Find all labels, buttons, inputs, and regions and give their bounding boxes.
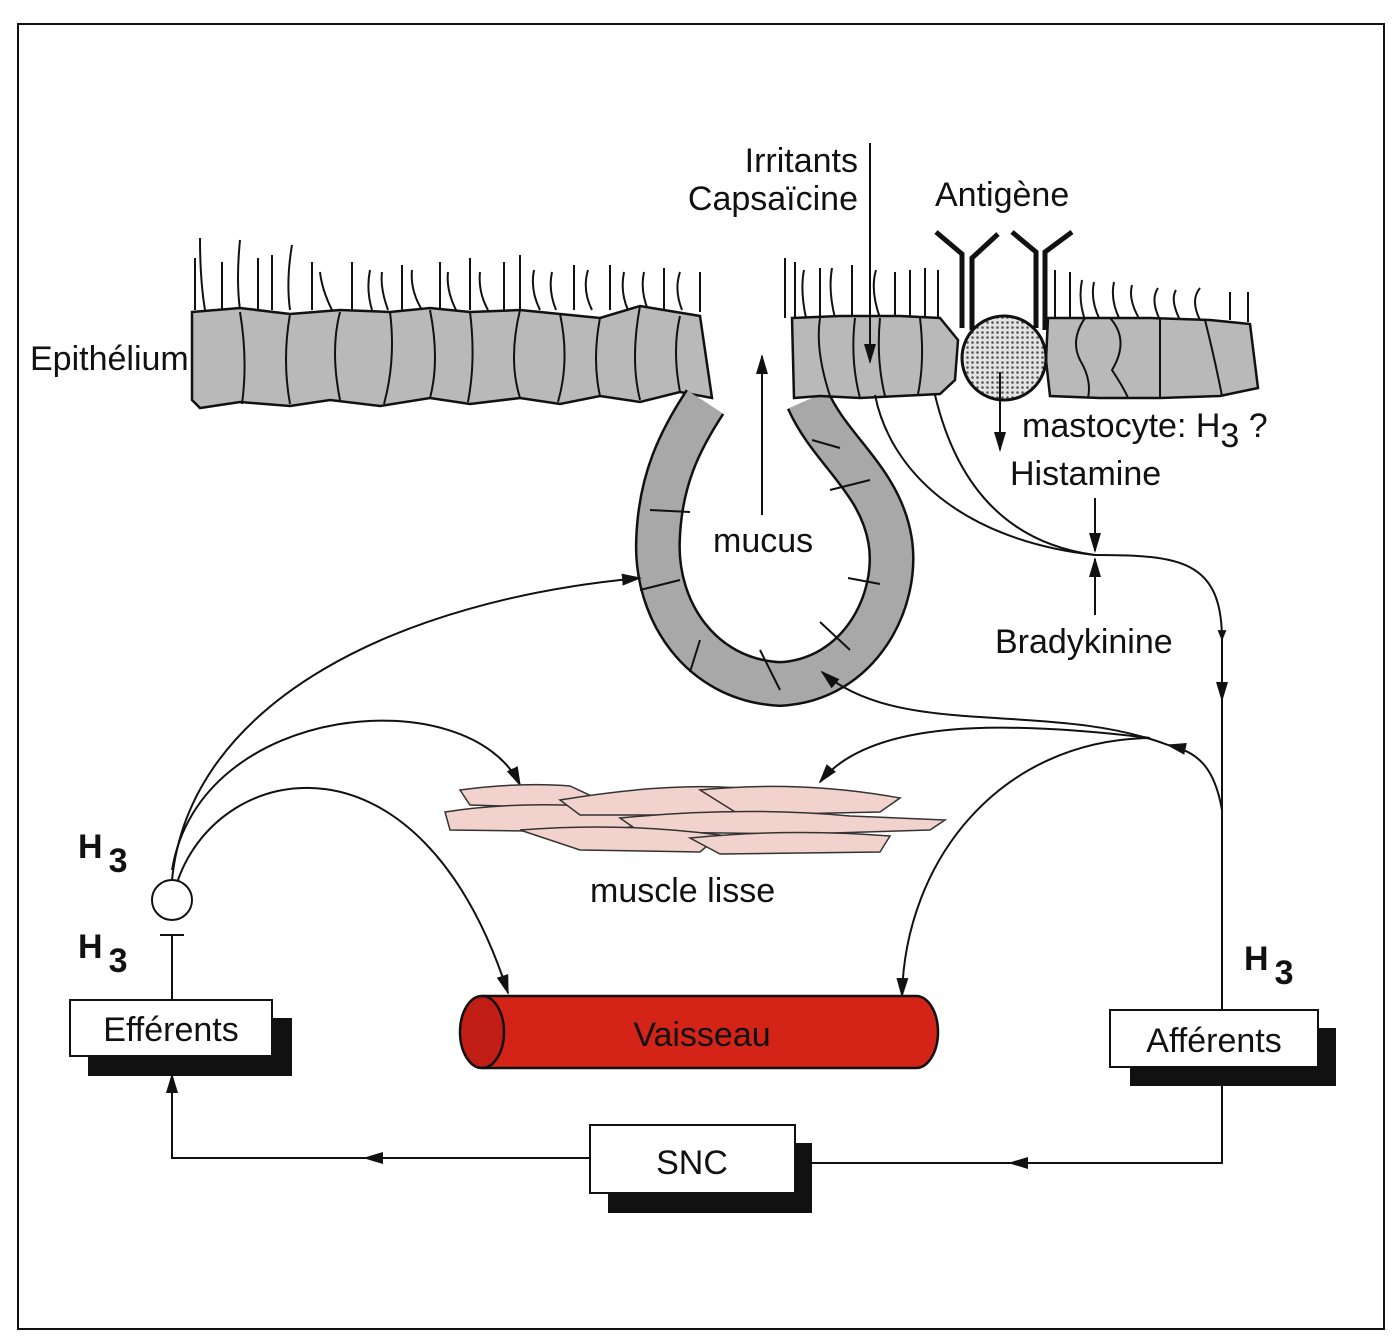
vessel-label: Vaisseau bbox=[633, 1016, 770, 1054]
afferents-label: Afférents bbox=[1146, 1022, 1281, 1060]
efferents-box bbox=[69, 999, 273, 1057]
vessel: Vaisseau bbox=[458, 994, 940, 1070]
efferent-arrow-to-gland bbox=[171, 573, 642, 881]
capsaicine-label: Capsaïcine bbox=[688, 180, 858, 218]
arrow-to-gland bbox=[820, 670, 1169, 746]
muscle-label: muscle lisse bbox=[590, 872, 775, 910]
antibody-icon bbox=[934, 230, 1000, 330]
h3-receptor bbox=[151, 879, 193, 921]
mastocyte bbox=[960, 314, 1048, 402]
irritants-label: Irritants bbox=[745, 142, 858, 180]
epithelium-right bbox=[784, 229, 1260, 402]
mastocyte-label: mastocyte: H3 ? bbox=[1022, 407, 1268, 455]
epithelium-left bbox=[190, 237, 714, 410]
afferent-fiber bbox=[934, 394, 1096, 556]
efferents-label: Efférents bbox=[103, 1011, 238, 1049]
bradykinine-label: Bradykinine bbox=[995, 623, 1173, 661]
efferent-arrow-to-muscle bbox=[171, 719, 521, 871]
afferents-box bbox=[1109, 1009, 1319, 1068]
smooth-muscle bbox=[444, 783, 948, 855]
afferent-nerve bbox=[1094, 554, 1227, 1010]
frame bbox=[17, 23, 1385, 1330]
antibody-icon bbox=[1010, 229, 1074, 330]
mucus-label: mucus bbox=[713, 522, 813, 560]
epithelium-label: Epithélium bbox=[30, 340, 189, 378]
afferent-to-snc bbox=[795, 1067, 1223, 1164]
afferent-fiber bbox=[874, 394, 1096, 556]
axon-reflex-arrow bbox=[1166, 742, 1223, 811]
mucus-gland bbox=[634, 389, 915, 708]
efferent-arrow-to-vessel bbox=[177, 786, 509, 995]
histamine-label: Histamine bbox=[1010, 455, 1161, 493]
snc-to-efferent bbox=[166, 1073, 590, 1159]
arrow-to-muscle bbox=[818, 726, 1151, 784]
antigene-label: Antigène bbox=[935, 176, 1069, 214]
arrow-to-vessel bbox=[896, 737, 1151, 998]
snc-label: SNC bbox=[656, 1144, 728, 1182]
